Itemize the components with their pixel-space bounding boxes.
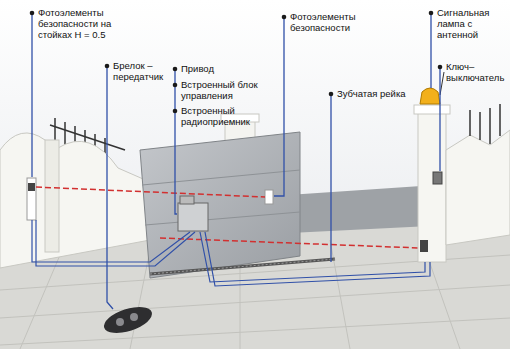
sliding-gate-part xyxy=(142,170,300,185)
callout-label: Фотоэлементы безопасности на стойках Н =… xyxy=(38,8,142,41)
gear-rack-part xyxy=(150,259,335,274)
sliding-gate-part xyxy=(145,212,300,225)
remote-fob-part xyxy=(116,318,124,326)
paving-tiles-part xyxy=(0,285,510,318)
leader-lines-part xyxy=(175,69,177,214)
remote-fob-part xyxy=(130,313,138,321)
leader-bullets-part xyxy=(173,67,178,72)
right-wall-part-part xyxy=(469,110,471,136)
left-wall-part xyxy=(45,140,59,252)
callout-label: Зубчатая рейка xyxy=(337,89,417,100)
leader-lines xyxy=(32,13,440,309)
gate-photocell xyxy=(265,190,273,204)
leader-bullets-part xyxy=(438,65,443,70)
ground-wires-part xyxy=(36,220,195,266)
remote-fob-part xyxy=(101,302,155,338)
pillar-photocell xyxy=(420,240,428,252)
leader-lines-part xyxy=(330,94,331,262)
leader-bullets-part xyxy=(105,64,110,69)
leader-lines-part xyxy=(439,67,440,171)
safety-beams-part xyxy=(36,187,265,197)
right-wall-part-part xyxy=(489,108,491,144)
drive-motor-part xyxy=(178,203,208,231)
drive-motor-part xyxy=(180,196,194,204)
leader-bullets-part xyxy=(429,11,434,16)
gear-rack xyxy=(150,259,335,274)
gear-rack-part xyxy=(150,259,335,274)
leader-bullets-part xyxy=(329,92,334,97)
callout-label: Ключ–выключатель xyxy=(446,62,506,84)
right-wall-part-part xyxy=(479,112,481,140)
callout-label: Встроенный блок управления xyxy=(181,80,259,102)
callout-label: Фотоэлементы безопасности xyxy=(290,12,366,34)
leader-lines-part xyxy=(274,17,284,196)
safety-beams xyxy=(36,187,420,248)
leader-bullets-part xyxy=(282,15,287,20)
key-switch xyxy=(433,172,442,184)
leader-lines-part xyxy=(31,13,32,177)
paving-tiles-part xyxy=(20,255,60,349)
leader-lines-part xyxy=(430,13,431,88)
drive-motor xyxy=(178,196,208,231)
callout-label: Сигнальная лампа с антенной xyxy=(437,8,505,41)
leader-lines-part xyxy=(107,66,113,309)
right-wall-part xyxy=(446,130,510,245)
left-wall xyxy=(0,133,150,268)
remote-fob xyxy=(101,302,155,338)
callout-label: Встроенный радиоприемник xyxy=(181,106,269,128)
leader-bullets-part xyxy=(30,11,35,16)
paving-tiles-part xyxy=(330,240,350,349)
safety-beams-part xyxy=(160,238,420,248)
signal-lamp-part xyxy=(420,88,440,104)
callout-label: Привод xyxy=(181,64,251,75)
ground-wires-part xyxy=(200,232,425,282)
leader-bullets-part xyxy=(173,109,178,114)
sliding-gate-part xyxy=(140,132,300,278)
leader-bullets-part xyxy=(173,83,178,88)
left-photocell-post-part xyxy=(27,178,36,220)
paving-tiles-part xyxy=(0,318,510,345)
right-wall-part xyxy=(470,104,500,144)
right-wall xyxy=(446,104,510,245)
right-pillar xyxy=(414,105,450,262)
ground-wires xyxy=(32,220,430,286)
left-photocell-post-part xyxy=(28,183,35,191)
right-pillar-part xyxy=(418,112,446,262)
right-wall-part-part xyxy=(499,104,501,136)
left-photocell-post xyxy=(27,178,36,220)
paving-tiles-part xyxy=(130,250,150,349)
callout-label: Брелок – передатчик xyxy=(113,61,175,83)
ground-wires-part xyxy=(205,232,430,286)
right-pillar-part xyxy=(414,105,450,114)
sliding-gate xyxy=(140,132,300,278)
left-wall-part xyxy=(0,133,150,268)
